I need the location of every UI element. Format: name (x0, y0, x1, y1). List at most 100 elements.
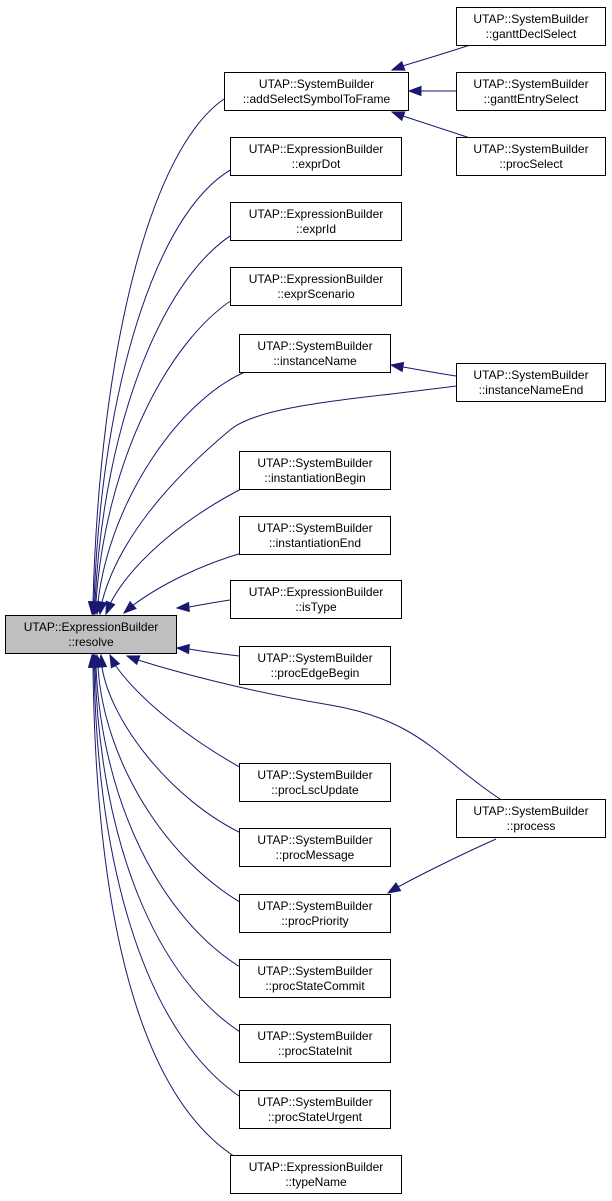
node-process[interactable]: UTAP::SystemBuilder ::process (456, 799, 606, 838)
node-procLscUpdate[interactable]: UTAP::SystemBuilder ::procLscUpdate (239, 763, 391, 802)
node-procLscUpdate-class: UTAP::SystemBuilder (257, 767, 373, 782)
node-procSelect[interactable]: UTAP::SystemBuilder ::procSelect (456, 137, 606, 176)
node-ganttEntrySelect[interactable]: UTAP::SystemBuilder ::ganttEntrySelect (456, 72, 606, 111)
node-ganttDeclSelect-class: UTAP::SystemBuilder (473, 11, 589, 26)
node-instanceName-class: UTAP::SystemBuilder (257, 338, 373, 353)
arrowhead-procSelect-to-addSelectSymbolToFrame (390, 111, 406, 122)
node-procStateCommit-method: ::procStateCommit (265, 978, 365, 993)
edge-procSelect-to-addSelectSymbolToFrame (402, 115, 471, 139)
edge-procLscUpdate-to-resolve (114, 664, 246, 771)
arrowhead-typeName-to-resolve (87, 653, 99, 668)
arrowhead-ganttDeclSelect-to-addSelectSymbolToFrame (390, 60, 406, 71)
node-ganttDeclSelect[interactable]: UTAP::SystemBuilder ::ganttDeclSelect (456, 7, 606, 46)
node-instanceNameEnd-class: UTAP::SystemBuilder (473, 367, 589, 382)
node-exprScenario-method: ::exprScenario (277, 286, 355, 301)
node-addSelectSymbolToFrame[interactable]: UTAP::SystemBuilder ::addSelectSymbolToF… (224, 72, 409, 111)
arrowhead-procLscUpdate-to-resolve (109, 653, 121, 669)
node-exprScenario-class: UTAP::ExpressionBuilder (248, 271, 384, 286)
node-procEdgeBegin-method: ::procEdgeBegin (270, 665, 360, 680)
node-procStateUrgent[interactable]: UTAP::SystemBuilder ::procStateUrgent (239, 1090, 391, 1129)
arrowhead-process-to-procPriority (386, 882, 402, 894)
edge-addSelectSymbolToFrame-to-resolve (92, 98, 225, 603)
arrowhead-procEdgeBegin-to-resolve (175, 643, 190, 655)
node-resolve[interactable]: UTAP::ExpressionBuilder ::resolve (5, 615, 177, 654)
node-process-method: ::process (506, 818, 556, 833)
node-instantiationBegin[interactable]: UTAP::SystemBuilder ::instantiationBegin (239, 451, 391, 490)
edge-exprScenario-to-resolve (95, 294, 241, 603)
node-exprDot-method: ::exprDot (291, 156, 341, 171)
node-procStateUrgent-class: UTAP::SystemBuilder (257, 1094, 373, 1109)
node-ganttEntrySelect-method: ::ganttEntrySelect (483, 91, 579, 106)
node-exprDot[interactable]: UTAP::ExpressionBuilder ::exprDot (230, 137, 402, 176)
node-ganttDeclSelect-method: ::ganttDeclSelect (485, 26, 577, 41)
node-procStateInit-class: UTAP::SystemBuilder (257, 1028, 373, 1043)
node-isType-method: ::isType (295, 599, 337, 614)
arrowhead-isType-to-resolve (175, 601, 190, 613)
node-typeName-method: ::typeName (285, 1174, 347, 1189)
node-instantiationBegin-method: ::instantiationBegin (264, 470, 366, 485)
edge-procStateCommit-to-resolve (95, 666, 246, 971)
node-procEdgeBegin[interactable]: UTAP::SystemBuilder ::procEdgeBegin (239, 646, 391, 685)
edge-typeName-to-resolve (92, 666, 241, 1161)
edge-procStateUrgent-to-resolve (93, 666, 246, 1101)
node-procPriority[interactable]: UTAP::SystemBuilder ::procPriority (239, 894, 391, 933)
edge-isType-to-resolve (188, 599, 231, 608)
edge-procEdgeBegin-to-resolve (188, 648, 240, 657)
edge-instanceNameEnd-to-instanceName (402, 366, 457, 377)
node-instantiationEnd[interactable]: UTAP::SystemBuilder ::instantiationEnd (239, 516, 391, 555)
node-procStateInit[interactable]: UTAP::SystemBuilder ::procStateInit (239, 1024, 391, 1063)
edge-instanceNameEnd-to-resolve (101, 385, 457, 603)
edge-instanceName-to-resolve (97, 371, 246, 603)
node-ganttEntrySelect-class: UTAP::SystemBuilder (473, 76, 589, 91)
node-instanceNameEnd[interactable]: UTAP::SystemBuilder ::instanceNameEnd (456, 363, 606, 402)
edge-exprId-to-resolve (94, 229, 241, 603)
edge-process-to-resolve (137, 659, 501, 800)
node-procMessage[interactable]: UTAP::SystemBuilder ::procMessage (239, 828, 391, 867)
node-procStateCommit[interactable]: UTAP::SystemBuilder ::procStateCommit (239, 959, 391, 998)
edge-exprDot-to-resolve (93, 164, 241, 603)
node-procSelect-class: UTAP::SystemBuilder (473, 141, 589, 156)
node-procEdgeBegin-class: UTAP::SystemBuilder (257, 650, 373, 665)
edge-procPriority-to-resolve (97, 666, 246, 906)
edge-procStateInit-to-resolve (94, 666, 246, 1036)
node-procLscUpdate-method: ::procLscUpdate (271, 782, 359, 797)
node-instantiationEnd-class: UTAP::SystemBuilder (257, 520, 373, 535)
edge-ganttDeclSelect-to-addSelectSymbolToFrame (402, 44, 471, 67)
arrowhead-ganttEntrySelect-to-addSelectSymbolToFrame (407, 85, 422, 97)
node-resolve-class: UTAP::ExpressionBuilder (23, 619, 159, 634)
node-procStateCommit-class: UTAP::SystemBuilder (257, 963, 373, 978)
node-procStateInit-method: ::procStateInit (277, 1043, 353, 1058)
node-procMessage-class: UTAP::SystemBuilder (257, 832, 373, 847)
node-instanceNameEnd-method: ::instanceNameEnd (478, 382, 584, 397)
arrowhead-instanceNameEnd-to-resolve (96, 600, 108, 616)
node-addSelectSymbolToFrame-method: ::addSelectSymbolToFrame (242, 91, 391, 106)
edge-procMessage-to-resolve (101, 666, 246, 836)
node-exprId[interactable]: UTAP::ExpressionBuilder ::exprId (230, 202, 402, 241)
node-procSelect-method: ::procSelect (499, 156, 563, 171)
node-typeName[interactable]: UTAP::ExpressionBuilder ::typeName (230, 1155, 402, 1194)
node-exprId-method: ::exprId (295, 221, 337, 236)
node-procStateUrgent-method: ::procStateUrgent (267, 1109, 363, 1124)
node-procMessage-method: ::procMessage (275, 847, 355, 862)
edge-process-to-procPriority (397, 838, 497, 888)
node-instantiationEnd-method: ::instantiationEnd (268, 535, 362, 550)
arrowhead-instanceNameEnd-to-instanceName (389, 361, 405, 373)
node-exprId-class: UTAP::ExpressionBuilder (248, 206, 384, 221)
node-isType-class: UTAP::ExpressionBuilder (248, 584, 384, 599)
node-typeName-class: UTAP::ExpressionBuilder (248, 1159, 384, 1174)
arrowhead-instantiationBegin-to-resolve (105, 600, 116, 616)
node-process-class: UTAP::SystemBuilder (473, 803, 589, 818)
node-instanceName[interactable]: UTAP::SystemBuilder ::instanceName (239, 334, 391, 373)
node-exprDot-class: UTAP::ExpressionBuilder (248, 141, 384, 156)
node-procPriority-method: ::procPriority (281, 913, 349, 928)
node-instanceName-method: ::instanceName (273, 353, 357, 368)
node-instantiationBegin-class: UTAP::SystemBuilder (257, 455, 373, 470)
arrowhead-process-to-resolve (125, 655, 141, 666)
edge-instantiationEnd-to-resolve (131, 551, 246, 607)
node-resolve-method: ::resolve (68, 634, 114, 649)
node-exprScenario[interactable]: UTAP::ExpressionBuilder ::exprScenario (230, 267, 402, 306)
node-isType[interactable]: UTAP::ExpressionBuilder ::isType (230, 580, 402, 619)
arrowhead-instantiationEnd-to-resolve (122, 600, 137, 614)
node-procPriority-class: UTAP::SystemBuilder (257, 898, 373, 913)
